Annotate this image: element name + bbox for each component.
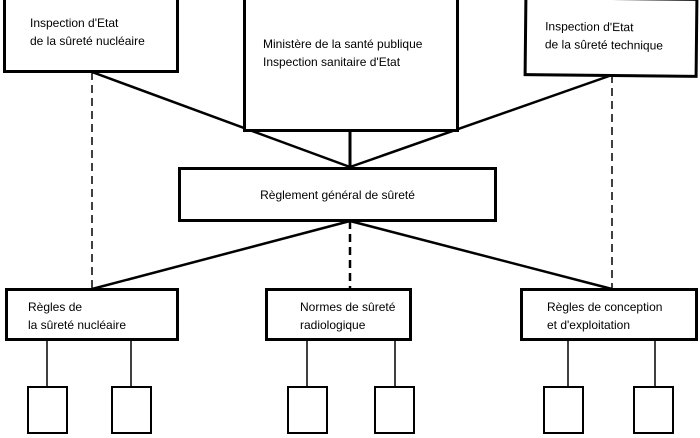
box-text: la sûreté nucléaire: [28, 318, 127, 332]
box-text: Inspection d'Etat: [545, 19, 634, 35]
box-nuclear-safety-rules: Règles de la sûreté nucléaire: [5, 288, 179, 341]
sub-connectors: [46, 340, 656, 387]
line-middle-to-bottom-right: [349, 219, 613, 291]
box-text: Inspection d'Etat: [30, 16, 119, 30]
line-top-right-to-middle: [349, 73, 613, 169]
box-general-safety-regulation: Règlement général de sûreté: [178, 167, 497, 222]
box-nuclear-safety-inspection: Inspection d'Etat de la sûreté nucléaire: [3, 0, 179, 73]
box-design-operation-rules: Règles de conception et d'exploitation: [520, 288, 698, 341]
box-text: Normes de sûreté: [300, 300, 396, 314]
line-top-left-to-middle: [91, 70, 351, 169]
sub-box: [27, 386, 68, 434]
box-text: radiologique: [300, 318, 366, 332]
sub-box: [543, 386, 584, 434]
sub-box: [111, 386, 152, 434]
box-text: de la sûreté nucléaire: [30, 34, 145, 48]
line-middle-to-bottom-left: [91, 219, 351, 291]
box-text: Règles de conception: [547, 300, 663, 314]
sub-box: [633, 386, 674, 434]
box-text: Règlement général de sûreté: [260, 188, 415, 202]
box-technical-safety-inspection: Inspection d'Etat de la sûreté technique: [523, 0, 699, 78]
box-text: et d'exploitation: [547, 318, 631, 332]
box-text: Inspection sanitaire d'Etat: [263, 55, 401, 69]
box-text: Ministère de la santé publique: [263, 37, 423, 51]
box-text: de la sûreté technique: [544, 37, 664, 53]
box-ministry-public-health: Ministère de la santé publique Inspectio…: [243, 0, 459, 132]
box-radiological-safety-standards: Normes de sûreté radiologique: [265, 288, 412, 341]
box-text: Règles de: [28, 300, 83, 314]
sub-box: [374, 386, 415, 434]
sub-box: [287, 386, 328, 434]
